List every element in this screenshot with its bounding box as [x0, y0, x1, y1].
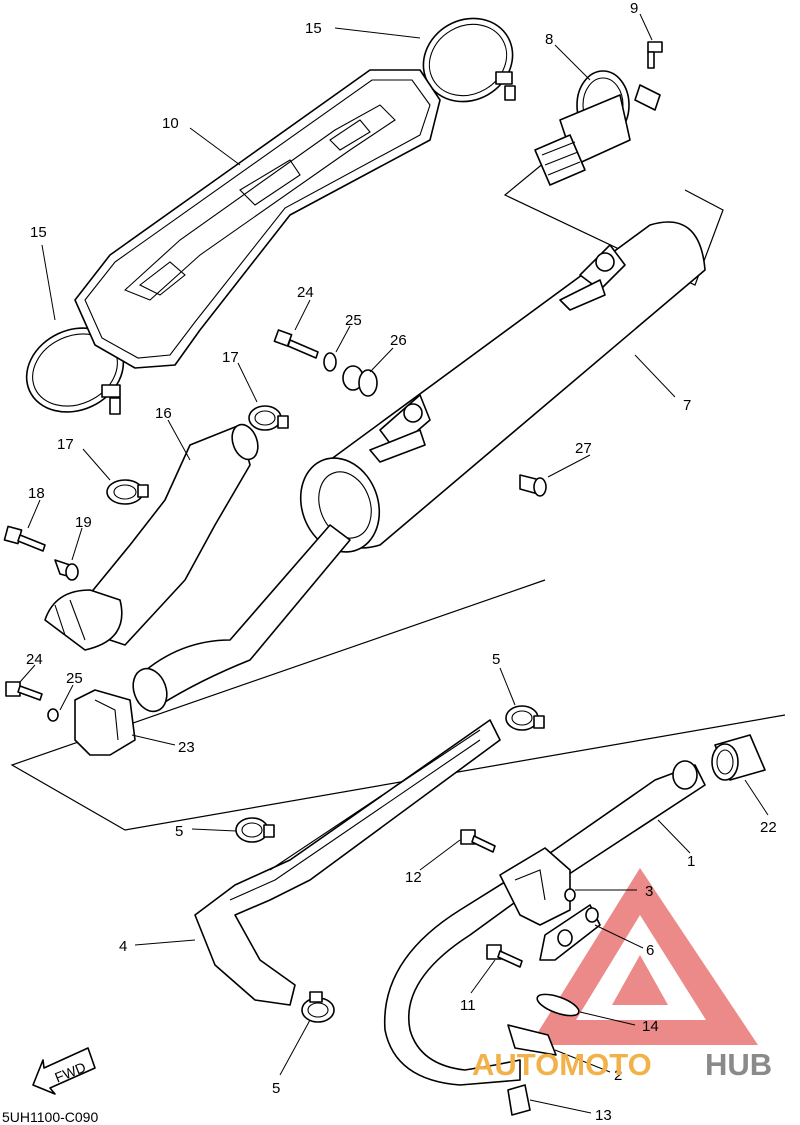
callout-18: 18	[28, 485, 45, 502]
group-outline-upper	[503, 161, 724, 286]
callout-10: 14	[642, 1018, 659, 1035]
callout-23: 25	[66, 670, 83, 687]
callout-16: 16	[155, 405, 172, 422]
bracket-21	[74, 689, 136, 756]
heat-guard-14	[74, 69, 441, 369]
callout-9: 13	[595, 1107, 612, 1124]
bolt-22	[5, 681, 43, 701]
clamp-5-middle	[235, 817, 275, 843]
diagram-code: 5UH1100-C090	[2, 1109, 98, 1125]
callout-21: 23	[178, 739, 195, 756]
callout-19: 19	[75, 514, 92, 531]
callout-3: 3	[645, 883, 653, 900]
callout-4: 4	[119, 938, 127, 955]
gasket-10	[536, 993, 580, 1017]
clamp-17-upper	[248, 405, 289, 431]
callout-7: 11	[460, 997, 476, 1014]
callout-17-lower: 17	[57, 436, 74, 453]
callout-numbers: 15 8 9 10 15 24 25 26 17 7 16 17 27 18 1…	[26, 0, 777, 1124]
damper-6	[539, 904, 601, 961]
tail-pipe	[132, 524, 351, 713]
callout-25: 25	[345, 312, 362, 329]
callout-22: 24	[26, 651, 43, 668]
callout-15-left: 15	[30, 224, 47, 241]
callout-26: 26	[390, 332, 407, 349]
callout-6: 6	[646, 942, 654, 959]
callout-13: 9	[630, 0, 638, 17]
bolt-18	[3, 525, 46, 552]
callout-20: 22	[760, 819, 777, 836]
watermark-text-hub: HUB	[705, 1047, 772, 1082]
bolt-13	[647, 41, 663, 69]
bolt-24	[273, 329, 319, 359]
leader-lines	[19, 13, 769, 1114]
watermark-logo	[530, 868, 758, 1045]
callout-1: 1	[687, 853, 695, 870]
clamp-5-top	[505, 705, 545, 731]
watermark-text-automoto: AUTOMOTO	[472, 1047, 652, 1082]
bracket-3	[564, 888, 576, 902]
callout-14: 10	[162, 115, 179, 132]
nut-9	[507, 1084, 531, 1116]
protector-4	[194, 719, 501, 1006]
callout-2: 2	[614, 1067, 622, 1084]
callout-27: 27	[575, 440, 592, 457]
callout-5-top: 5	[492, 651, 500, 668]
washer-25	[323, 352, 337, 372]
clamp-17-lower	[106, 479, 149, 505]
callout-12: 8	[545, 31, 553, 48]
fwd-arrow-icon: FWD	[32, 1047, 96, 1095]
grommet-26	[342, 365, 378, 397]
callout-11: 7	[683, 397, 691, 414]
bolt-7	[486, 944, 523, 968]
muffler-11	[299, 221, 706, 553]
callout-5-middle: 5	[175, 823, 183, 840]
washer-23	[47, 708, 59, 722]
callout-15-top: 15	[305, 20, 322, 37]
clamp-5-bottom	[301, 991, 335, 1023]
callout-24: 24	[297, 284, 314, 301]
callout-8: 12	[405, 869, 422, 886]
collar-27	[519, 474, 547, 497]
bolt-8	[460, 829, 496, 853]
exhaust-pipe-1	[383, 760, 706, 1086]
gasket-20	[711, 734, 766, 781]
joint-16	[44, 423, 259, 651]
flange-2	[507, 1024, 557, 1056]
callout-17-upper: 17	[222, 349, 239, 366]
spark-arrester-12	[534, 70, 661, 186]
clamp-lower-15	[25, 327, 125, 415]
callout-5-bottom: 5	[272, 1080, 280, 1097]
collar-19	[54, 559, 79, 581]
